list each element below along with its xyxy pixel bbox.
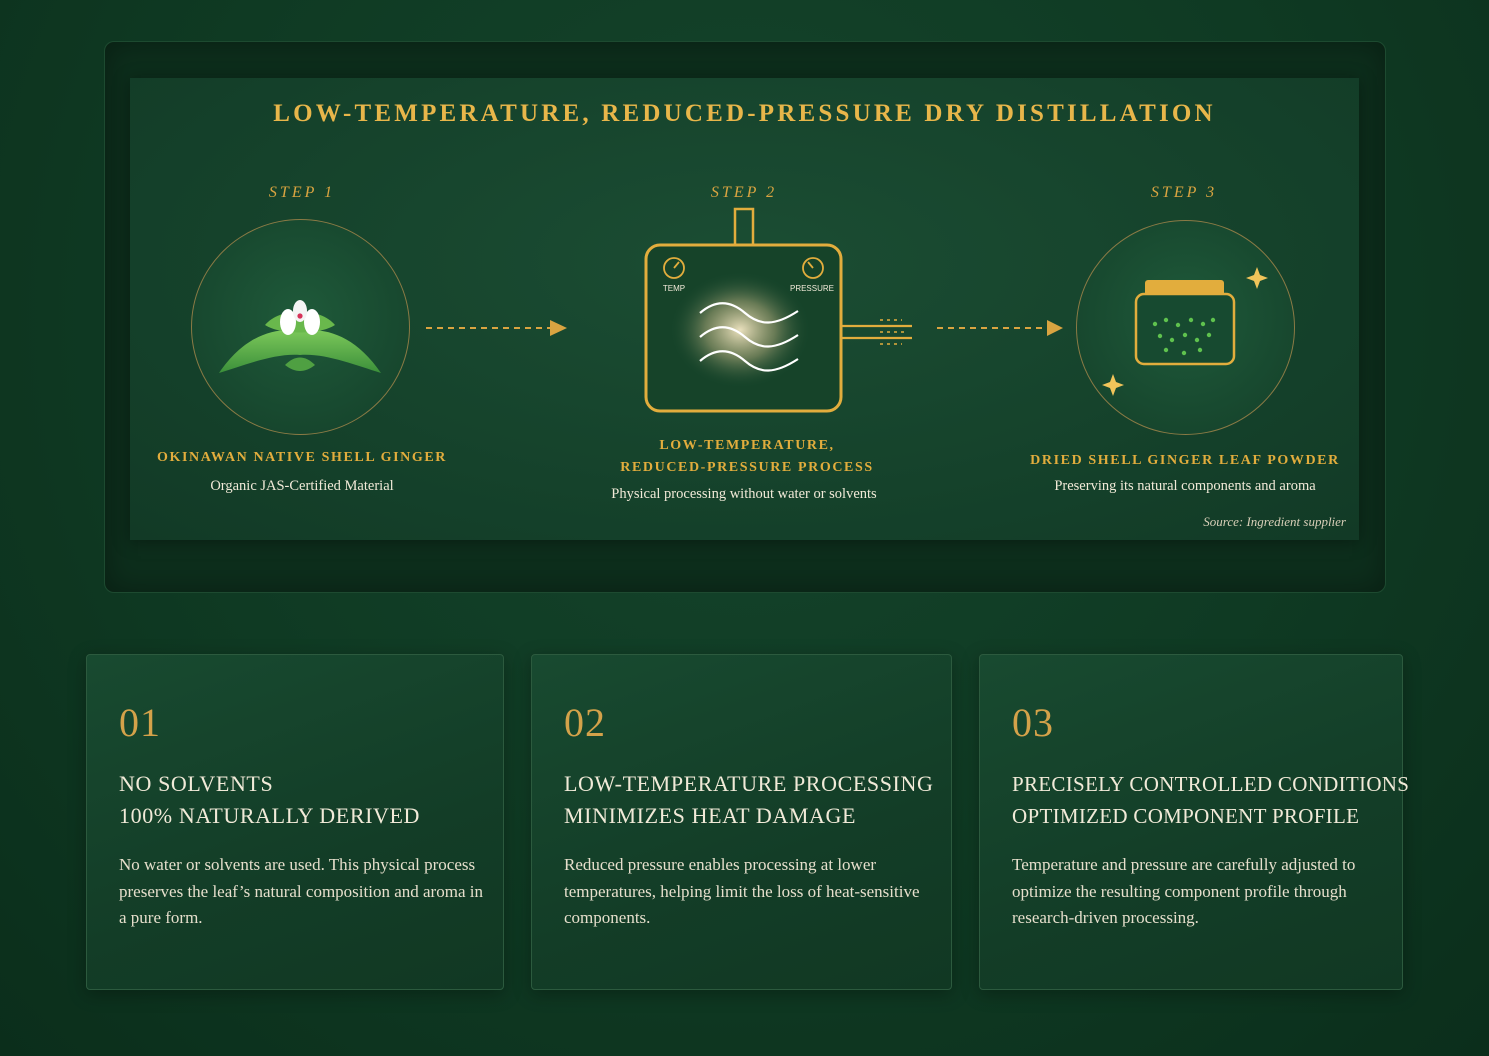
- temp-gauge-label: TEMP: [662, 284, 686, 293]
- feature-number: 01: [119, 700, 161, 745]
- feature-number: 02: [564, 700, 606, 745]
- pressure-gauge-icon: [802, 257, 824, 279]
- feature-body: Reduced pressure enables processing at l…: [564, 855, 920, 927]
- step-1-title: OKINAWAN NATIVE SHELL GINGER: [157, 450, 447, 465]
- feature-heading: LOW-TEMPERATURE PROCESSING MINIMIZES HEA…: [564, 771, 934, 828]
- arrow-step-1-to-2: [426, 320, 567, 336]
- feature-heading: NO SOLVENTS 100% NATURALLY DERIVED: [119, 771, 421, 828]
- feature-card-3: 03 PRECISELY CONTROLLED CONDITIONS OPTIM…: [979, 654, 1409, 990]
- step-1-label: STEP 1: [268, 184, 336, 201]
- feature-body: No water or solvents are used. This phys…: [119, 855, 483, 927]
- feature-heading: PRECISELY CONTROLLED CONDITIONS OPTIMIZE…: [1012, 772, 1410, 828]
- step-2-label: STEP 2: [710, 184, 778, 201]
- step-3-title: DRIED SHELL GINGER LEAF POWDER: [1030, 453, 1340, 468]
- feature-card-1: 01 NO SOLVENTS 100% NATURALLY DERIVED No…: [86, 654, 504, 990]
- feature-card-2: 02 LOW-TEMPERATURE PROCESSING MINIMIZES …: [531, 654, 952, 990]
- step-1-subtitle: Organic JAS-Certified Material: [210, 478, 394, 494]
- pressure-gauge-label: PRESSURE: [789, 284, 834, 293]
- step-3-label: STEP 3: [1150, 184, 1218, 201]
- source-note: Source: Ingredient supplier: [1203, 514, 1346, 529]
- distillation-chamber-icon: [644, 207, 912, 413]
- step-2-subtitle: Physical processing without water or sol…: [611, 486, 877, 502]
- powder-jar-icon: [1102, 267, 1268, 396]
- shell-ginger-leaf-icon: [219, 300, 381, 373]
- temperature-gauge-icon: [663, 257, 685, 279]
- step-2-title: LOW-TEMPERATURE, REDUCED-PRESSURE PROCES…: [620, 438, 874, 475]
- feature-body: Temperature and pressure are carefully a…: [1012, 855, 1356, 927]
- feature-number: 03: [1012, 700, 1054, 745]
- diagram-title: LOW-TEMPERATURE, REDUCED-PRESSURE DRY DI…: [273, 100, 1216, 127]
- step-3-subtitle: Preserving its natural components and ar…: [1054, 478, 1316, 494]
- arrow-step-2-to-3: [937, 320, 1063, 336]
